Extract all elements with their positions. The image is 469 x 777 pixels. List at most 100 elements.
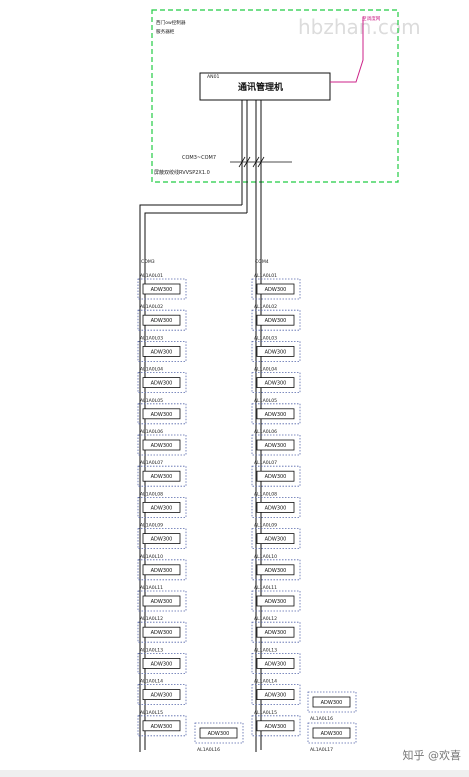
meter-box — [256, 345, 295, 357]
meter-model: ADW300 — [265, 661, 287, 667]
meter-box — [142, 658, 181, 669]
device-tag: AL1A0L05 — [254, 398, 277, 404]
meter-box — [256, 564, 295, 576]
device-enclosure — [137, 403, 187, 425]
device-enclosure — [137, 309, 187, 331]
device-tag: AL1A0L09 — [140, 523, 163, 529]
meter-model: ADW300 — [321, 700, 343, 706]
left-column-port: COM3 — [141, 259, 155, 265]
meter-model: ADW300 — [151, 474, 173, 480]
device-enclosure — [307, 691, 357, 713]
device-tag: AL1A0L03 — [254, 335, 277, 341]
meter-model: ADW300 — [151, 412, 173, 418]
device-enclosure — [251, 496, 301, 518]
device-enclosure — [251, 684, 301, 705]
meter-model: ADW300 — [151, 443, 173, 449]
device-enclosure — [137, 621, 187, 643]
device-tag: AL1A0L04 — [140, 367, 163, 373]
device-enclosure — [251, 434, 301, 456]
cable-tick-4 — [257, 156, 265, 168]
left-device-column: AL1A0L01ADW300AL1A0L02ADW300AL1A0L03ADW3… — [137, 273, 187, 737]
meter-box — [256, 283, 295, 295]
meter-model: ADW300 — [265, 381, 287, 387]
device-tag: AL1A0L09 — [254, 523, 277, 529]
meter-box — [256, 314, 295, 326]
meter-model: ADW300 — [265, 724, 287, 730]
meter-model: ADW300 — [151, 599, 173, 605]
device-tag: AL1A0L01 — [140, 273, 163, 279]
meter-model: ADW300 — [265, 412, 287, 418]
meter-box — [142, 314, 181, 326]
station-label-line2: 服务器柜 — [156, 28, 175, 35]
device-enclosure — [251, 715, 301, 737]
device-tag: AL1A0L04 — [254, 367, 277, 373]
device-tag: AL1A0L12 — [140, 616, 163, 622]
meter-box — [142, 626, 181, 638]
meter-model: ADW300 — [265, 349, 287, 355]
meter-box — [256, 439, 295, 451]
com-label: COM3~COM7 — [182, 155, 216, 161]
meter-box — [142, 501, 181, 513]
meter-box — [312, 696, 351, 708]
meter-box — [142, 533, 181, 544]
meter-box — [142, 345, 181, 357]
device-enclosure — [137, 559, 187, 581]
meter-box — [142, 470, 181, 482]
device-enclosure — [137, 278, 187, 300]
meter-box — [142, 408, 181, 420]
device-enclosure — [251, 621, 301, 643]
device-enclosure — [251, 309, 301, 331]
device-enclosure — [137, 434, 187, 456]
device-tag: AL1A0L07 — [140, 460, 163, 466]
manager-title: 通讯管理机 — [238, 81, 283, 93]
meter-box — [256, 377, 295, 389]
device-tag: AL1A0L08 — [254, 491, 277, 497]
footer-strip — [0, 770, 469, 777]
meter-box — [256, 501, 295, 513]
watermark-text: hbzhan.com — [298, 15, 421, 39]
meter-model: ADW300 — [265, 443, 287, 449]
device-tag: AL1A0L13 — [254, 647, 277, 653]
device-enclosure — [137, 653, 187, 674]
meter-model: ADW300 — [151, 693, 173, 699]
meter-box — [256, 626, 295, 638]
device-tag: AL1A0L06 — [140, 429, 163, 435]
meter-box — [142, 689, 181, 700]
meter-model: ADW300 — [151, 381, 173, 387]
meter-model: ADW300 — [151, 318, 173, 324]
device-enclosure — [194, 722, 244, 744]
device-tag: AL1A0L03 — [140, 335, 163, 341]
cable-tick-1 — [238, 156, 246, 168]
cable-label: 屏蔽双绞线RVVSP2X1.0 — [154, 169, 210, 176]
meter-model: ADW300 — [208, 731, 230, 737]
meter-model: ADW300 — [151, 287, 173, 293]
cable-tick-3 — [252, 156, 260, 168]
device-tag: AL1A0L05 — [140, 398, 163, 404]
meter-model: ADW300 — [265, 474, 287, 480]
communication-manager-box — [199, 72, 331, 101]
device-enclosure — [251, 465, 301, 487]
meter-model: ADW300 — [321, 731, 343, 737]
device-tag: AL1A0L16 — [310, 716, 333, 722]
station-label-line1: 西门ow控制器 — [156, 19, 186, 26]
device-enclosure — [137, 684, 187, 705]
device-tag: AL1A0L11 — [254, 585, 277, 591]
meter-model: ADW300 — [265, 537, 287, 543]
meter-model: ADW300 — [265, 505, 287, 511]
